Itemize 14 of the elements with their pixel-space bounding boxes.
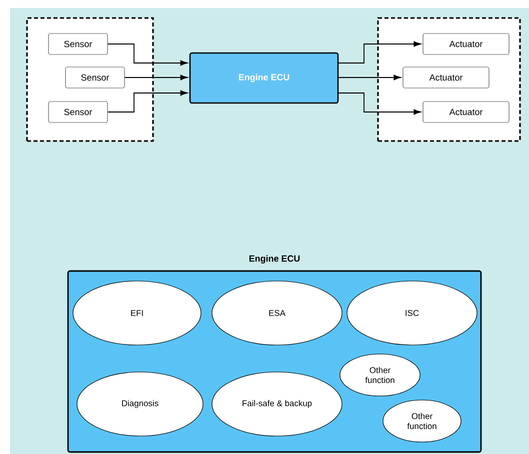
component-box: Actuator: [422, 33, 510, 55]
arrow: [107, 90, 188, 112]
component-box: Sensor: [48, 101, 108, 123]
arrow: [338, 74, 402, 80]
arrow: [338, 92, 422, 115]
component-box: Actuator: [422, 101, 510, 123]
arrow: [107, 44, 188, 66]
ecu-box: Engine ECU: [189, 52, 339, 104]
arrow: [338, 41, 422, 64]
component-box: Sensor: [65, 66, 125, 88]
arrow: [124, 74, 188, 80]
component-box: Actuator: [402, 66, 490, 88]
component-box: Sensor: [48, 33, 108, 55]
node-label: Engine ECU: [249, 255, 300, 264]
